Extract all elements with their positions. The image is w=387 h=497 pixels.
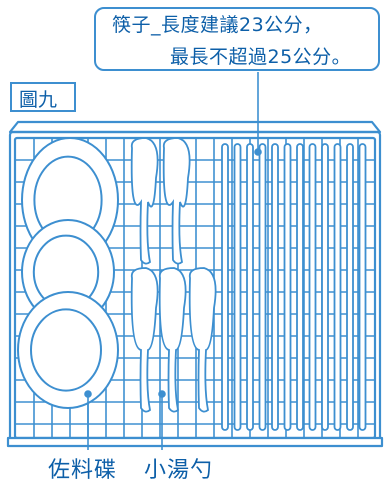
chopstick-tine: [321, 143, 329, 431]
chopstick-tine: [258, 143, 267, 431]
spoon: [158, 267, 187, 413]
chopstick-tine: [358, 143, 367, 431]
callout-leader-dot: [254, 148, 262, 156]
small-spoons: [130, 137, 217, 413]
spoon: [162, 137, 191, 265]
callout-text-line1: 筷子_長度建議23公分，: [112, 14, 323, 36]
chopstick-tine: [308, 143, 317, 431]
plate-inner-rim: [30, 308, 102, 392]
chopstick-tine: [271, 143, 279, 431]
rack-frame: [6, 120, 384, 448]
chopstick-tine: [221, 143, 229, 431]
spoon: [130, 267, 159, 413]
chopstick-tines: [221, 143, 367, 431]
figure-label: 圖九: [19, 89, 58, 111]
spoon: [188, 267, 217, 413]
chopstick-tine: [233, 143, 242, 431]
leader-lines: [84, 72, 262, 450]
spoon: [130, 137, 159, 265]
chopstick-tine: [333, 143, 342, 431]
callout-box: [94, 7, 380, 71]
spoon-leader-dot: [158, 390, 166, 398]
figure-label-box: [10, 82, 76, 112]
plate-label: 佐料碟: [48, 458, 118, 483]
callout-text-line2: 最長不超過25公分。: [170, 46, 352, 68]
plate-leader-dot: [84, 390, 92, 398]
chopstick-tine: [283, 143, 292, 431]
spoon-label: 小湯勺: [144, 458, 214, 483]
chopstick-tine: [246, 143, 254, 431]
chopstick-tine: [296, 143, 304, 431]
chopstick-tine: [346, 143, 354, 431]
condiment-plates: [17, 137, 119, 409]
